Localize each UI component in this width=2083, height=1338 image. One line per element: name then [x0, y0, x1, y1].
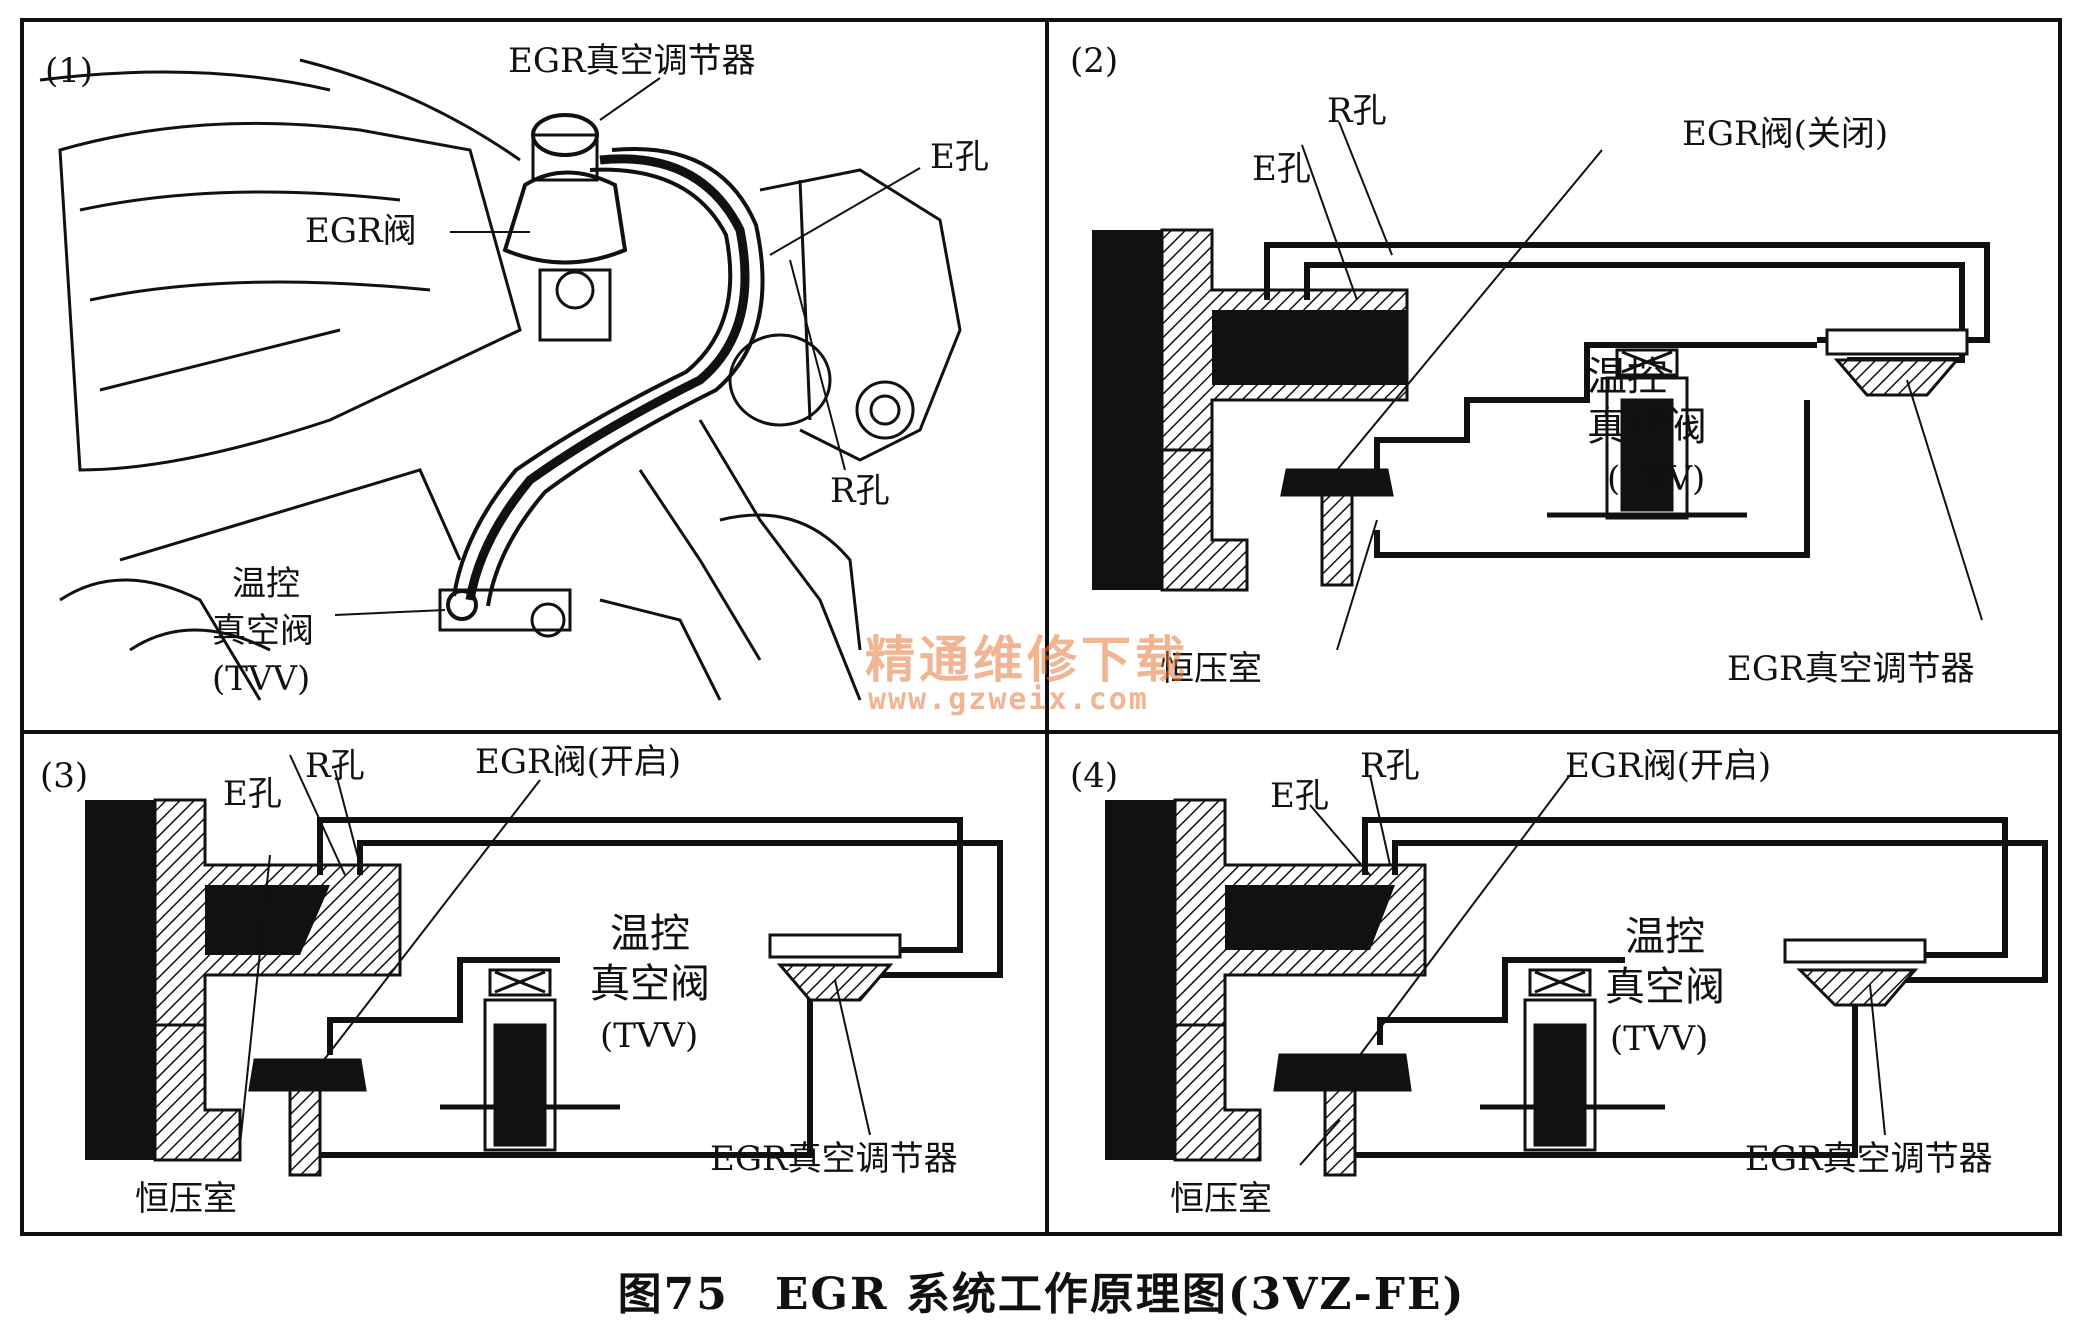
p4-tvv-line3: (TVV) — [1610, 1019, 1708, 1059]
p3-tvv-line2: 真空阀 — [590, 961, 710, 1007]
p2-e-port-label: E孔 — [1252, 149, 1311, 189]
p3-r-port-label: R孔 — [305, 746, 365, 786]
panel-3-number: (3) — [40, 756, 88, 796]
panel-2-number: (2) — [1070, 41, 1118, 81]
p2-constant-pressure-chamber-label: 恒压室 — [1160, 649, 1262, 689]
panel-3-schematic: (3) E孔 R孔 EGR阀(开启) 温控 真空阀 (TVV) 恒压室 EGR真… — [40, 742, 1003, 1219]
panel-1-labels: (1) EGR真空调节器 EGR阀 E孔 R孔 温控 真空阀 (TVV) — [45, 41, 989, 699]
p4-e-port-label: E孔 — [1270, 776, 1329, 816]
p1-r-port-label: R孔 — [830, 471, 890, 511]
p4-r-port-label: R孔 — [1360, 746, 1420, 786]
watermark-text: 精通维修下载 — [865, 631, 1189, 689]
p4-egr-vacuum-regulator-label: EGR真空调节器 — [1745, 1139, 1993, 1179]
p1-egr-valve-label: EGR阀 — [305, 211, 417, 251]
p2-r-port-label: R孔 — [1327, 91, 1387, 131]
p1-tvv-line1: 温控 — [232, 564, 300, 604]
p2-tvv-line1: 温控 — [1587, 354, 1667, 400]
panel-1-engine-sketch — [39, 58, 962, 701]
p3-tvv-line1: 温控 — [610, 911, 690, 957]
panel-2-schematic: (2) R孔 E孔 EGR阀(关闭) 温控 真空阀 (TVV) 恒压室 EGR真… — [1070, 41, 1990, 689]
p2-tvv-line2: 真空阀 — [1587, 404, 1707, 450]
panel-frames — [20, 18, 2062, 1236]
p3-e-port-label: E孔 — [223, 774, 282, 814]
p3-tvv-line3: (TVV) — [600, 1016, 698, 1056]
p1-egr-vacuum-regulator-label: EGR真空调节器 — [508, 41, 756, 81]
p4-constant-pressure-chamber-label: 恒压室 — [1170, 1179, 1272, 1219]
panel-1-number: (1) — [45, 51, 93, 91]
watermark-url: www.gzweix.com — [868, 682, 1149, 717]
figure-caption: 图75 EGR 系统工作原理图(3VZ-FE) — [617, 1269, 1466, 1320]
p2-tvv-line3: (TVV) — [1607, 459, 1705, 499]
p1-tvv-line3: (TVV) — [212, 659, 310, 699]
p3-egr-valve-label: EGR阀(开启) — [475, 742, 681, 782]
p4-tvv-line1: 温控 — [1625, 914, 1705, 960]
p1-e-port-label: E孔 — [930, 137, 989, 177]
p1-tvv-line2: 真空阀 — [212, 611, 314, 651]
panel-4-schematic: (4) E孔 R孔 EGR阀(开启) 温控 真空阀 (TVV) 恒压室 EGR真… — [1070, 746, 2048, 1219]
p2-egr-vacuum-regulator-label: EGR真空调节器 — [1727, 649, 1975, 689]
p2-egr-valve-label: EGR阀(关闭) — [1682, 114, 1888, 154]
p3-constant-pressure-chamber-label: 恒压室 — [135, 1179, 237, 1219]
p3-egr-vacuum-regulator-label: EGR真空调节器 — [710, 1139, 958, 1179]
p4-egr-valve-label: EGR阀(开启) — [1565, 746, 1771, 786]
p4-tvv-line2: 真空阀 — [1605, 964, 1725, 1010]
panel-4-number: (4) — [1070, 756, 1118, 796]
